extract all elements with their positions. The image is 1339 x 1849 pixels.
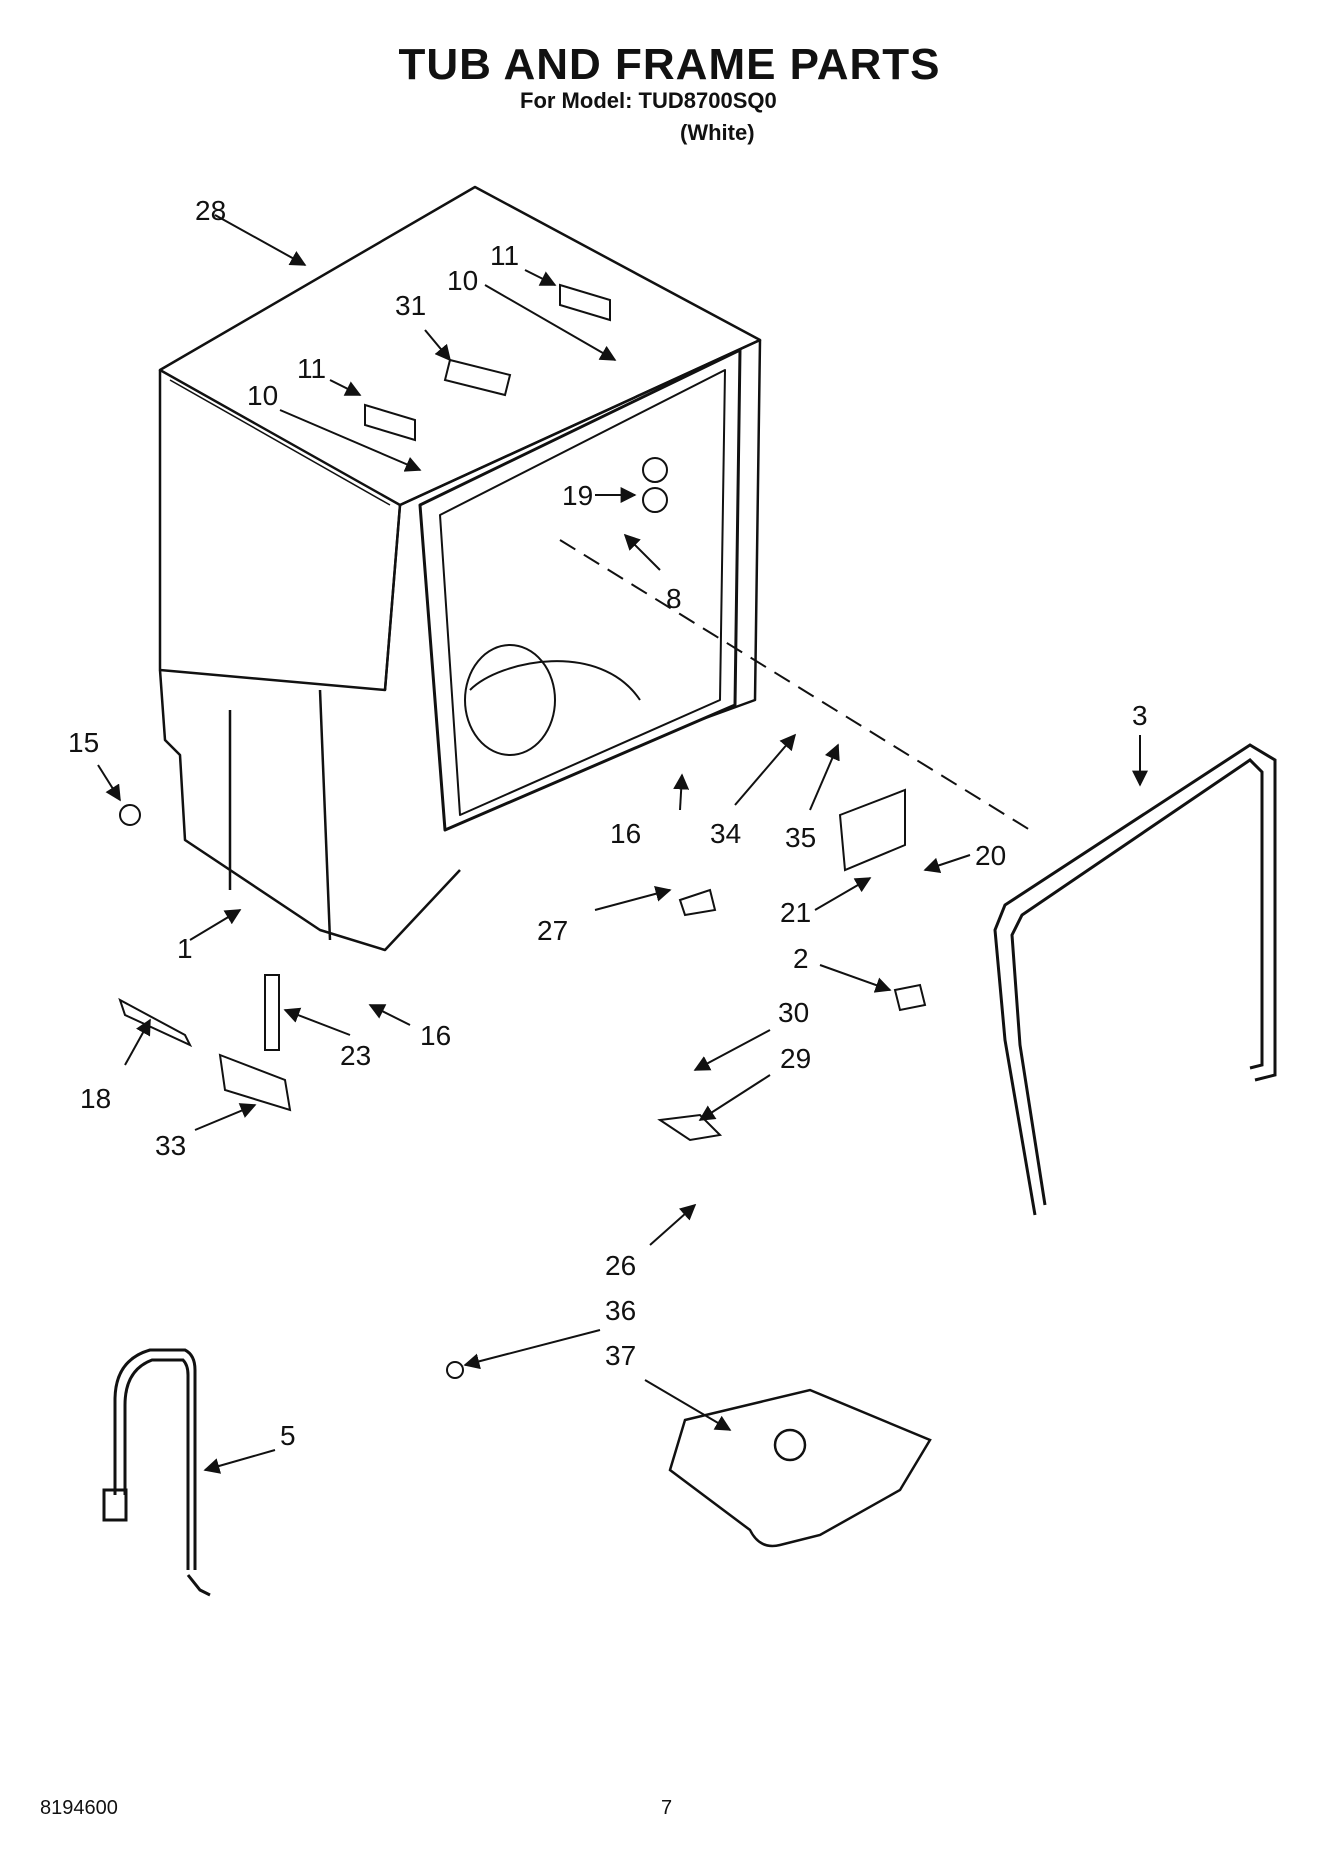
- water-line-part: [102, 1348, 211, 1597]
- callout-31: 31: [395, 290, 426, 321]
- leader-arrows: [97, 214, 1148, 1474]
- callout-8: 8: [666, 583, 682, 614]
- door-gasket: [993, 743, 1277, 1216]
- callout-35: 35: [785, 822, 816, 853]
- part-2-clip: [893, 983, 927, 1012]
- parts-bag: [668, 1388, 932, 1548]
- callout-15: 15: [68, 727, 99, 758]
- callout-34: 34: [710, 818, 741, 849]
- part-27-clip: [678, 888, 717, 917]
- callout-labels: 28 11 10 31 11 10 19 8 15 3 16 34 35 20 …: [68, 195, 1148, 1451]
- callout-3: 3: [1132, 700, 1148, 731]
- callout-33: 33: [155, 1130, 186, 1161]
- callout-1: 1: [177, 933, 193, 964]
- callout-5: 5: [280, 1420, 296, 1451]
- small-parts: [118, 283, 927, 1379]
- callout-10: 10: [447, 265, 478, 296]
- part-11-hinge-left: [364, 403, 416, 442]
- callout-36: 36: [605, 1295, 636, 1326]
- part-29-bracket: [657, 1113, 723, 1142]
- callout-29: 29: [780, 1043, 811, 1074]
- callout-28: 28: [195, 195, 226, 226]
- part-31-clip: [443, 358, 512, 397]
- callout-19: 19: [562, 480, 593, 511]
- callout-10-left: 10: [247, 380, 278, 411]
- callout-21: 21: [780, 897, 811, 928]
- callout-11-left: 11: [297, 353, 326, 384]
- part-33-pad: [218, 1053, 292, 1112]
- doc-number: 8194600: [40, 1797, 118, 1819]
- model-line: For Model: TUD8700SQ0: [520, 88, 777, 113]
- color-variant: (White): [680, 120, 755, 145]
- callout-11: 11: [490, 240, 519, 271]
- part-11-hinge-right: [559, 283, 611, 322]
- callout-16: 16: [610, 818, 641, 849]
- callout-16-lower: 16: [420, 1020, 451, 1051]
- callout-23: 23: [340, 1040, 371, 1071]
- part-18-spring: [118, 997, 193, 1048]
- part-19-roller-a: [642, 457, 668, 483]
- page-number: 7: [661, 1797, 673, 1819]
- reference-line: [559, 539, 1031, 831]
- callout-20: 20: [975, 840, 1006, 871]
- tub-assembly: [158, 185, 762, 952]
- callout-18: 18: [80, 1083, 111, 1114]
- callout-37: 37: [605, 1340, 636, 1371]
- page-title: TUB AND FRAME PARTS: [398, 40, 941, 89]
- callout-26: 26: [605, 1250, 636, 1281]
- part-21-bracket: [838, 788, 906, 872]
- callout-2: 2: [793, 943, 809, 974]
- part-36-shape: [446, 1361, 464, 1379]
- part-15-shape: [119, 804, 141, 826]
- callout-27: 27: [537, 915, 568, 946]
- part-19-roller-b: [642, 487, 668, 513]
- part-23-strip: [264, 974, 280, 1051]
- callout-30: 30: [778, 997, 809, 1028]
